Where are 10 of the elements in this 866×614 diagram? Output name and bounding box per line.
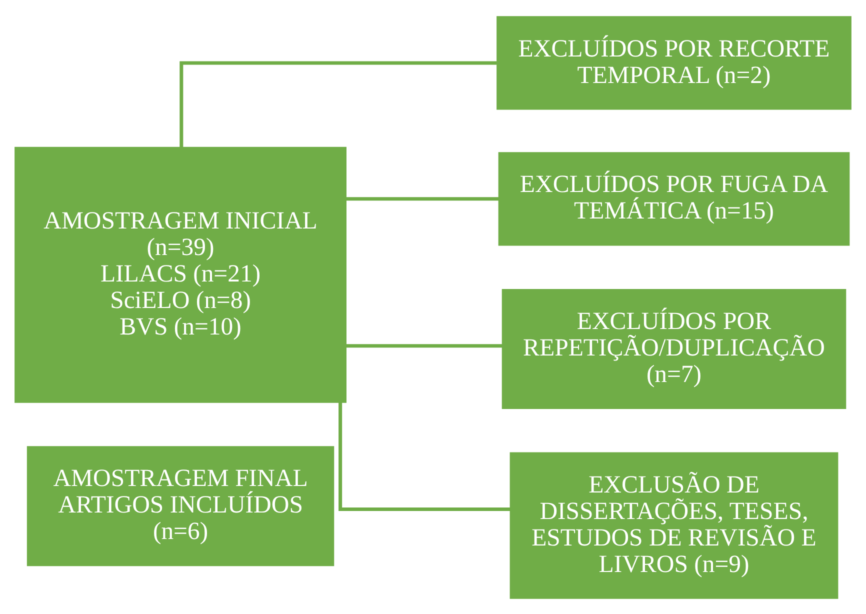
- node-box: EXCLUÍDOS POR FUGA DA TEMÁTICA (n=15): [498, 152, 850, 246]
- connector: [338, 402, 511, 510]
- connector: [346, 196, 499, 200]
- node-box: EXCLUÍDOS POR REPETIÇÃO/DUPLICAÇÃO (n=7): [502, 288, 846, 409]
- connector: [180, 60, 497, 147]
- node-box: EXCLUÍDOS POR RECORTE TEMPORAL (n=2): [496, 16, 852, 110]
- connector: [346, 344, 502, 348]
- node-box: AMOSTRAGEM FINAL ARTIGOS INCLUÍDOS (n=6): [26, 446, 334, 566]
- node-box: AMOSTRAGEM INICIAL (n=39) LILACS (n=21) SciELO (n=8) BVS (n=10): [14, 146, 346, 402]
- node-box: EXCLUSÃO DE DISSERTAÇÕES, TESES, ESTUDOS DE REVISÃO E LIVROS (n=9): [510, 452, 838, 598]
